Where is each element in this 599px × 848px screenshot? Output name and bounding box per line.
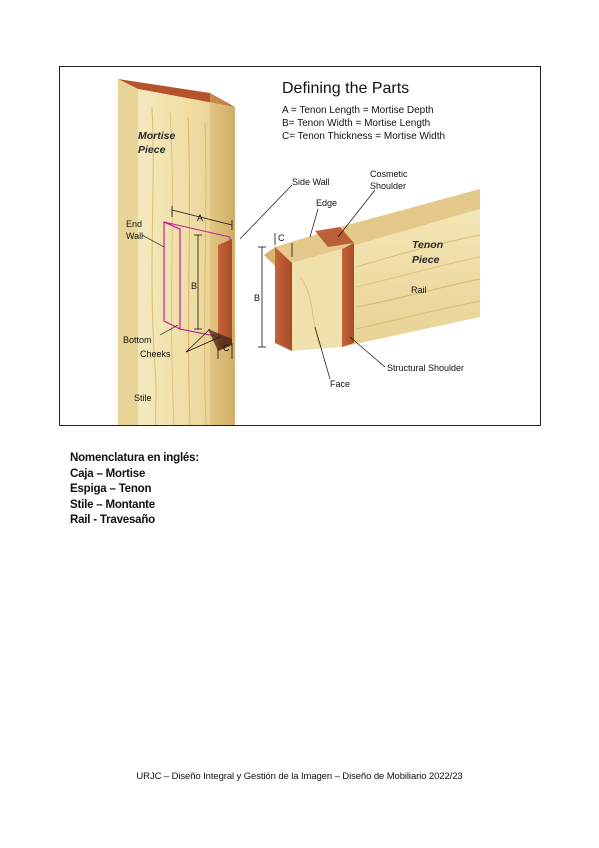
mortise-cavity [163,221,232,351]
mortise-tenon-diagram: Defining the Parts A = Tenon Length = Mo… [118,79,481,425]
joinery-illustration: Defining the Parts A = Tenon Length = Mo… [59,66,541,426]
label-cosmetic-shoulder-line1: Cosmetic [370,169,408,179]
label-end-wall-line1: End [126,219,142,229]
label-edge: Edge [316,198,337,208]
figure-title: Defining the Parts [282,80,409,97]
tenon-face [292,249,342,351]
label-dim-b-tenon: B [254,293,260,303]
label-rail: Rail [411,285,427,295]
stile-piece [118,79,235,425]
tenon-dimensions [258,233,293,348]
label-mortise-piece-line2: Piece [138,144,166,156]
definition-c: C= Tenon Thickness = Mortise Width [282,131,445,142]
rail-front-face [342,209,480,347]
rail-piece [264,189,481,351]
definition-a: A = Tenon Length = Mortise Depth [282,105,434,116]
nomenclature-item: Stile – Montante [70,498,155,511]
label-structural-shoulder: Structural Shoulder [387,363,464,373]
label-face: Face [330,379,350,389]
nomenclature-item: Espiga – Tenon [70,483,152,495]
tenon-end-grain [275,247,292,351]
label-dim-c-mortise: C [223,343,230,353]
mortise-dimensions [171,206,233,359]
label-dim-c-tenon: C [278,233,285,243]
label-dim-b-mortise: B [191,281,197,291]
mortise-side-wall [218,239,232,351]
label-tenon-piece-line2: Piece [412,254,440,266]
stile-top-end-grain [118,79,235,107]
label-dim-a: A [197,213,203,223]
stile-left-edge [118,79,138,425]
leader-lines [141,184,386,380]
label-bottom: Bottom [123,335,152,345]
label-tenon-piece-line1: Tenon [412,239,443,251]
structural-shoulder-edge [342,243,354,347]
nomenclature-item: Caja – Mortise [70,467,146,480]
label-side-wall: Side Wall [292,177,330,187]
page-footer: URJC – Diseño Integral y Gestión de la I… [136,771,463,782]
label-end-wall-line2: Wall [126,231,143,241]
nomenclature-heading: Nomenclatura en inglés: [70,452,199,464]
label-cosmetic-shoulder-line2: Shoulder [370,181,406,191]
nomenclature-list: Nomenclatura en inglés: Caja – Mortise E… [70,451,199,529]
definition-b: B= Tenon Width = Mortise Length [282,118,430,129]
label-stile: Stile [134,393,152,403]
label-mortise-piece-line1: Mortise [138,130,176,142]
label-cheeks: Cheeks [140,349,171,359]
nomenclature-item: Rail - Travesaño [70,514,156,526]
